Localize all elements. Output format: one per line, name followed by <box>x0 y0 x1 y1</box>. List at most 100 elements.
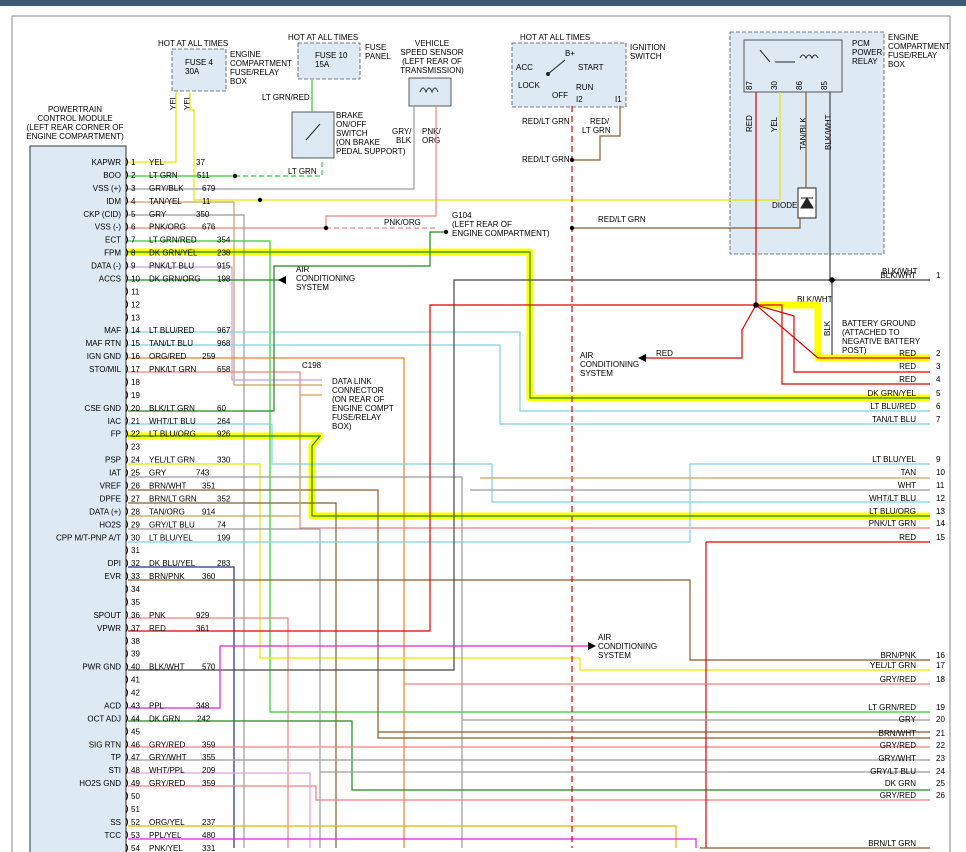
diode-label: DIODE <box>772 201 797 210</box>
brake-switch: BRAKE ON/OFF SWITCH (ON BRAKE PEDAL SUPP… <box>291 111 406 159</box>
lbl-relay-tanblk: TAN/BLK <box>799 117 808 150</box>
pin-number: 38 <box>131 637 140 646</box>
right-terminal-number: 4 <box>936 375 941 384</box>
wire-right-2 <box>755 304 930 359</box>
splice-dots <box>232 157 835 308</box>
pin-function: CKP (CID) <box>83 210 121 219</box>
pin-wire-color: BRN/LT GRN <box>149 494 197 503</box>
lbl-blkwht-1: BLK/WHT <box>882 267 918 276</box>
pin-wire-color: LT BLU/YEL <box>149 533 193 542</box>
ac3-line-2: CONDITIONING <box>598 642 657 651</box>
ac-label-1: AIR CONDITIONING SYSTEM <box>296 265 355 292</box>
pin-function: DATA (+) <box>89 507 121 516</box>
pin-number: 39 <box>131 650 140 659</box>
pin-number: 12 <box>131 300 140 309</box>
lbl-blk: BLK <box>823 320 832 336</box>
wire-pin22 <box>128 435 930 517</box>
bg-line-3: NEGATIVE BATTERY <box>842 337 921 346</box>
wire-pin9 <box>128 266 322 381</box>
pin-circuit: 570 <box>202 663 216 672</box>
pin-number: 43 <box>131 701 140 710</box>
pin-wire-color: TAN/YEL <box>149 197 182 206</box>
pin-function: ACCS <box>99 274 121 283</box>
pin-wire-color: TAN/LT BLU <box>149 339 193 348</box>
dlc-id: C198 <box>302 361 322 370</box>
pin-bracket <box>125 170 128 180</box>
pin-number: 44 <box>131 714 140 723</box>
pin-bracket <box>125 623 128 633</box>
pin-number: 9 <box>131 262 136 271</box>
pin-wire-color: GRY/WHT <box>149 753 187 762</box>
fuse4-box <box>171 48 227 92</box>
right-terminal-number: 7 <box>936 415 941 424</box>
wires <box>128 80 930 849</box>
splice-dot <box>323 225 329 231</box>
brake-line-1: BRAKE <box>336 111 363 120</box>
brake-line-3: SWITCH <box>336 129 368 138</box>
wire-pin20 <box>128 280 275 412</box>
pin-circuit: 237 <box>202 818 216 827</box>
pin-circuit: 360 <box>202 572 216 581</box>
right-wire-color: GRY/LT BLU <box>870 767 916 776</box>
pin-function: FP <box>111 430 121 439</box>
pin-wire-color: GRY/LT BLU <box>149 520 195 529</box>
wire-pin1 <box>128 92 177 163</box>
pin-function: SIG RTN <box>89 740 122 749</box>
ign-label-2: SWITCH <box>630 52 662 61</box>
pin-wire-color: DK GRN <box>149 714 180 723</box>
pin-number: 37 <box>131 624 140 633</box>
pin-function: ACD <box>104 701 121 710</box>
pin-bracket <box>125 778 128 788</box>
wire-relay30 <box>189 92 781 201</box>
pin-circuit: 354 <box>217 236 231 245</box>
pcm-pin-row: 38 <box>125 636 140 646</box>
right-wire-color: GRY/RED <box>880 741 917 750</box>
pin-number: 23 <box>131 443 140 452</box>
right-terminal-number: 5 <box>936 389 941 398</box>
pcm-pin-row: 11 <box>125 287 140 296</box>
pin-number: 18 <box>131 378 140 387</box>
pcm-pin-row: 35 <box>125 597 140 607</box>
pcm-pin-row: 45 <box>125 727 140 736</box>
pin-number: 54 <box>131 844 140 852</box>
lbl-redltgrn-2: RED/LT GRN <box>522 155 570 164</box>
pin-wire-color: WHT/LT BLU <box>149 417 196 426</box>
pcm-pin-row: 51 <box>125 804 140 814</box>
relay-loc-2: COMPARTMENT <box>888 42 950 51</box>
ign-switch-arm <box>547 59 566 75</box>
pin-function: ECT <box>105 236 121 245</box>
right-terminal-number: 3 <box>936 362 941 371</box>
right-terminal-number: 21 <box>936 729 945 738</box>
pin-circuit: 658 <box>217 365 231 374</box>
pin-wire-color: DK GRN/YEL <box>149 249 198 258</box>
wire-red-ac <box>646 304 757 359</box>
dlc-line-3: (ON REAR OF <box>332 395 385 404</box>
pin-bracket <box>125 196 128 206</box>
vehicle-speed-sensor: VEHICLE SPEED SENSOR (LEFT REAR OF TRANS… <box>400 39 464 107</box>
right-terminal-number: 13 <box>936 507 945 516</box>
fuse4-loc-2: COMPARTMENT <box>230 59 292 68</box>
splice-dot <box>443 229 449 235</box>
pin-bracket <box>125 520 128 529</box>
right-terminal-number: 9 <box>936 455 941 464</box>
splice-dot <box>257 197 263 203</box>
right-wire-color: GRY/RED <box>880 791 917 800</box>
right-wire-color: LT BLU/ORG <box>869 507 916 516</box>
pcm-power-relay: PCM POWER RELAY ENGINE COMPARTMENT FUSE/… <box>729 31 950 255</box>
fuse4-amps: 30A <box>185 67 200 76</box>
pin-bracket <box>125 248 128 257</box>
pin-wire-color: BLK/WHT <box>149 663 185 672</box>
right-terminal-number: 15 <box>936 533 945 542</box>
pin-wire-color: GRY/BLK <box>149 184 184 193</box>
pin-circuit: 198 <box>217 274 231 283</box>
pin-number: 14 <box>131 326 140 335</box>
wire-pin29 <box>128 528 321 848</box>
pin-circuit: 743 <box>196 469 210 478</box>
